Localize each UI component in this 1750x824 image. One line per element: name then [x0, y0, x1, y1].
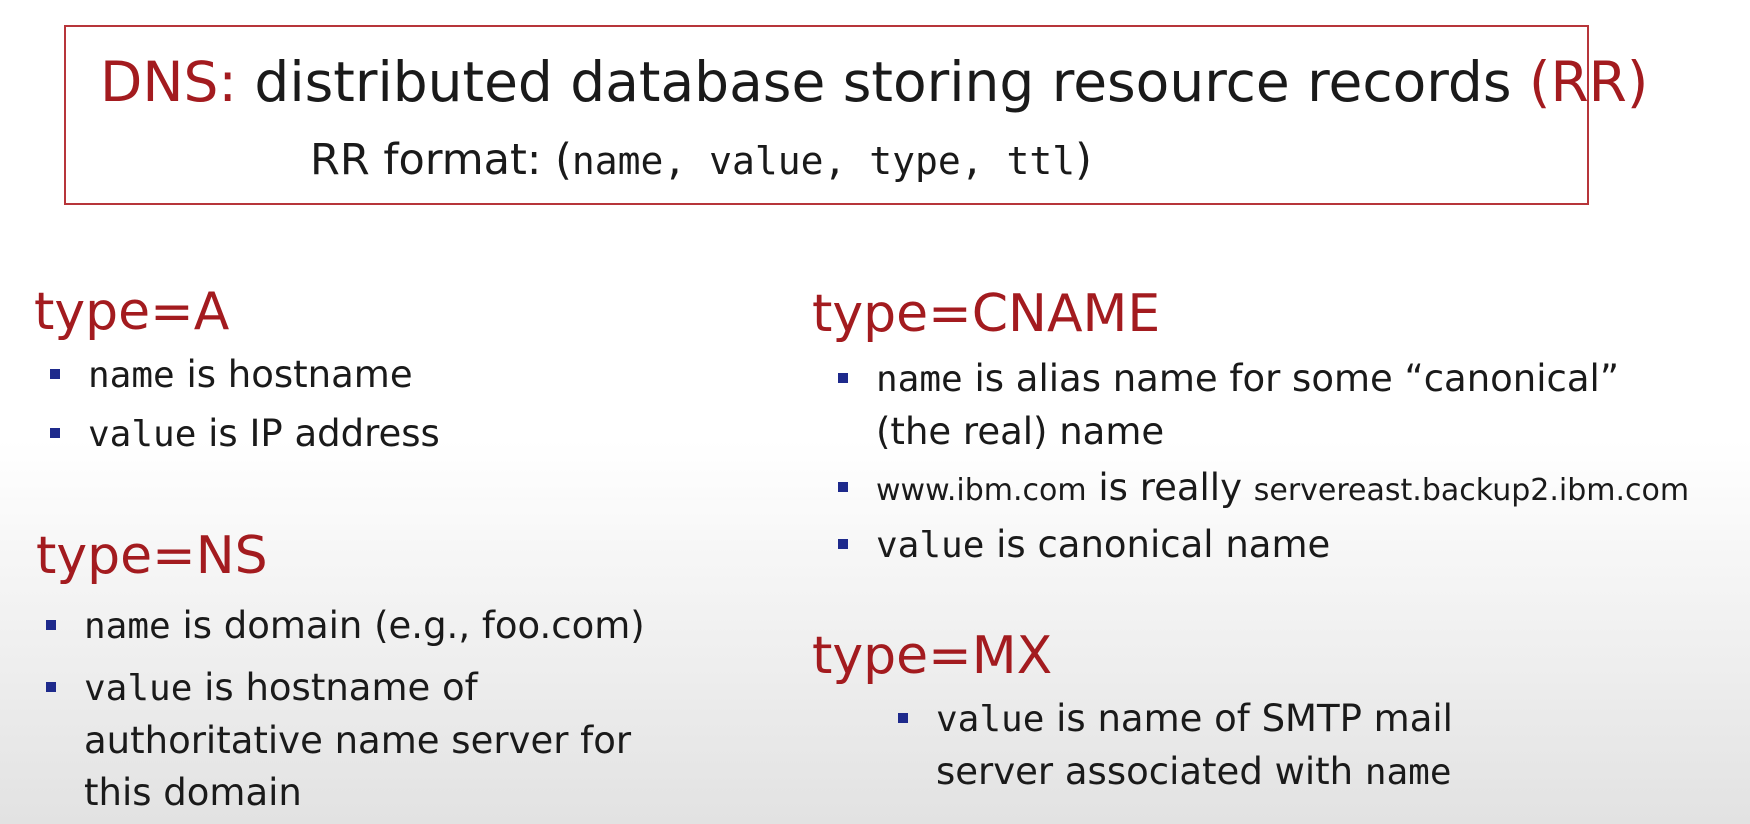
code-name: name — [88, 355, 175, 396]
heading-type-a: type=A — [34, 282, 230, 342]
bullet-text-cont: server associated with — [936, 750, 1365, 793]
list-item: value is name of SMTP mail server associa… — [878, 693, 1453, 799]
list-item: www.ibm.com is really servereast.backup2… — [818, 462, 1689, 517]
bullet-text: is canonical name — [984, 523, 1331, 566]
list-item: name is hostname — [30, 349, 440, 402]
format-close: ) — [1075, 135, 1092, 185]
list-item: value is hostname of authoritative name s… — [26, 662, 645, 819]
rr-abbrev: (RR) — [1528, 50, 1649, 114]
code-name: name — [1364, 752, 1452, 793]
heading-type-ns: type=NS — [36, 526, 268, 586]
bullet-text-cont: (the real) name — [876, 410, 1165, 453]
slide-title: DNS: distributed database storing resour… — [100, 47, 1648, 117]
list-type-a: name is hostname value is IP address — [30, 349, 440, 461]
list-item: name is alias name for some “canonical” (… — [818, 353, 1689, 458]
code-value: value — [88, 414, 197, 455]
heading-type-cname: type=CNAME — [812, 284, 1161, 344]
bullet-text: is alias name for some “canonical” — [962, 357, 1620, 400]
code-value: value — [936, 699, 1045, 740]
bullet-text-cont: authoritative name server for — [84, 719, 632, 762]
list-item: name is domain (e.g., foo.com) — [26, 600, 645, 653]
bullet-text: is IP address — [196, 412, 440, 455]
title-text: distributed database storing resource re… — [254, 50, 1512, 114]
format-label: RR format: — [310, 135, 542, 185]
rr-format-line: RR format: (name, value, type, ttl) — [310, 133, 1092, 188]
format-fields: name, value, type, ttl — [571, 139, 1076, 183]
code-value: value — [876, 525, 985, 566]
list-type-mx: value is name of SMTP mail server associa… — [878, 693, 1453, 799]
bullet-text-cont: this domain — [84, 771, 302, 814]
heading-type-mx: type=MX — [812, 626, 1053, 686]
code-name: name — [84, 606, 171, 647]
code-name: name — [876, 359, 963, 400]
dns-label: DNS: — [100, 50, 237, 114]
title-box: DNS: distributed database storing resour… — [64, 25, 1648, 205]
format-open: ( — [555, 135, 572, 185]
bullet-text: is hostname — [174, 353, 413, 396]
bullet-text: is domain (e.g., foo.com) — [170, 604, 645, 647]
canonical-host: servereast.backup2.ibm.com — [1253, 473, 1690, 508]
bullet-text: is really — [1086, 466, 1254, 509]
list-item: value is IP address — [30, 408, 440, 461]
code-value: value — [84, 668, 193, 709]
list-type-ns: name is domain (e.g., foo.com) value is … — [26, 600, 645, 819]
bullet-text: is hostname of — [192, 666, 478, 709]
host-name: www.ibm.com — [876, 473, 1087, 508]
bullet-text: is name of SMTP mail — [1044, 697, 1453, 740]
list-type-cname: name is alias name for some “canonical” (… — [818, 353, 1689, 572]
list-item: value is canonical name — [818, 519, 1689, 572]
